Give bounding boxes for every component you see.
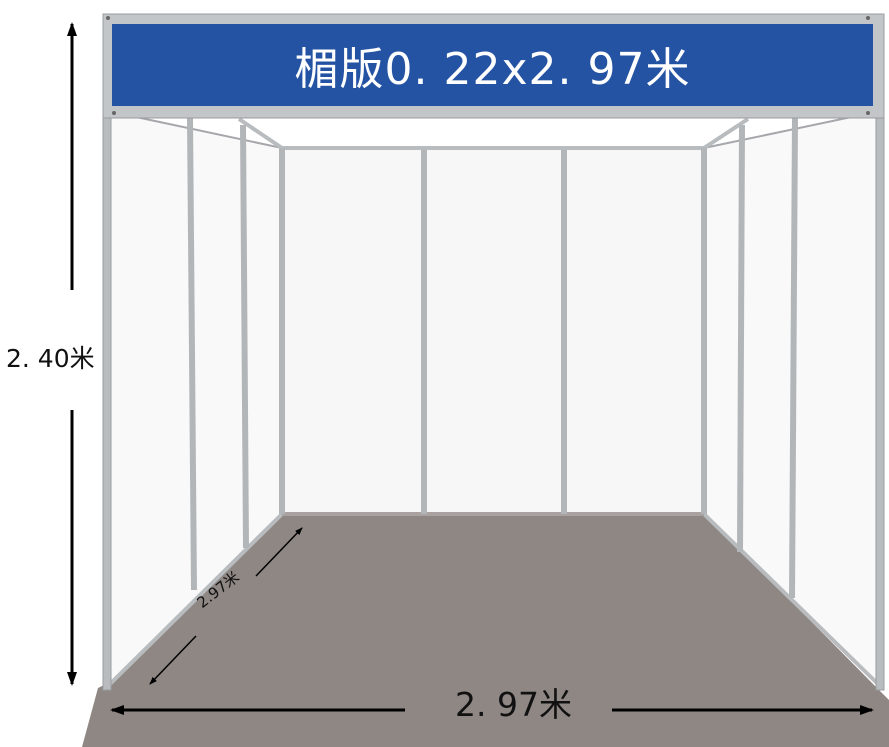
left-post-mid <box>187 117 197 591</box>
header-screw <box>866 16 870 20</box>
ceiling-beam-left <box>237 117 284 150</box>
right-post-rear <box>737 124 745 553</box>
ceiling-beam-right <box>702 117 750 150</box>
back-wall <box>281 147 705 515</box>
header-screw <box>866 111 870 115</box>
header-fascia-board <box>112 24 873 106</box>
floor-rail-left <box>106 512 284 688</box>
booth-floor <box>82 513 889 747</box>
depth-arrow-down <box>149 635 197 685</box>
height-dimension-label: 2. 40米 <box>6 344 95 373</box>
left-post-rear <box>240 124 249 549</box>
floor-rail-right <box>702 512 882 688</box>
header-screw <box>112 111 116 115</box>
right-post-mid <box>789 117 798 599</box>
header-fascia-label: 楣版0. 22x2. 97米 <box>294 44 691 95</box>
depth-arrow-up <box>255 527 303 577</box>
header-screw <box>106 16 110 20</box>
width-dimension-label: 2. 97米 <box>455 685 572 724</box>
